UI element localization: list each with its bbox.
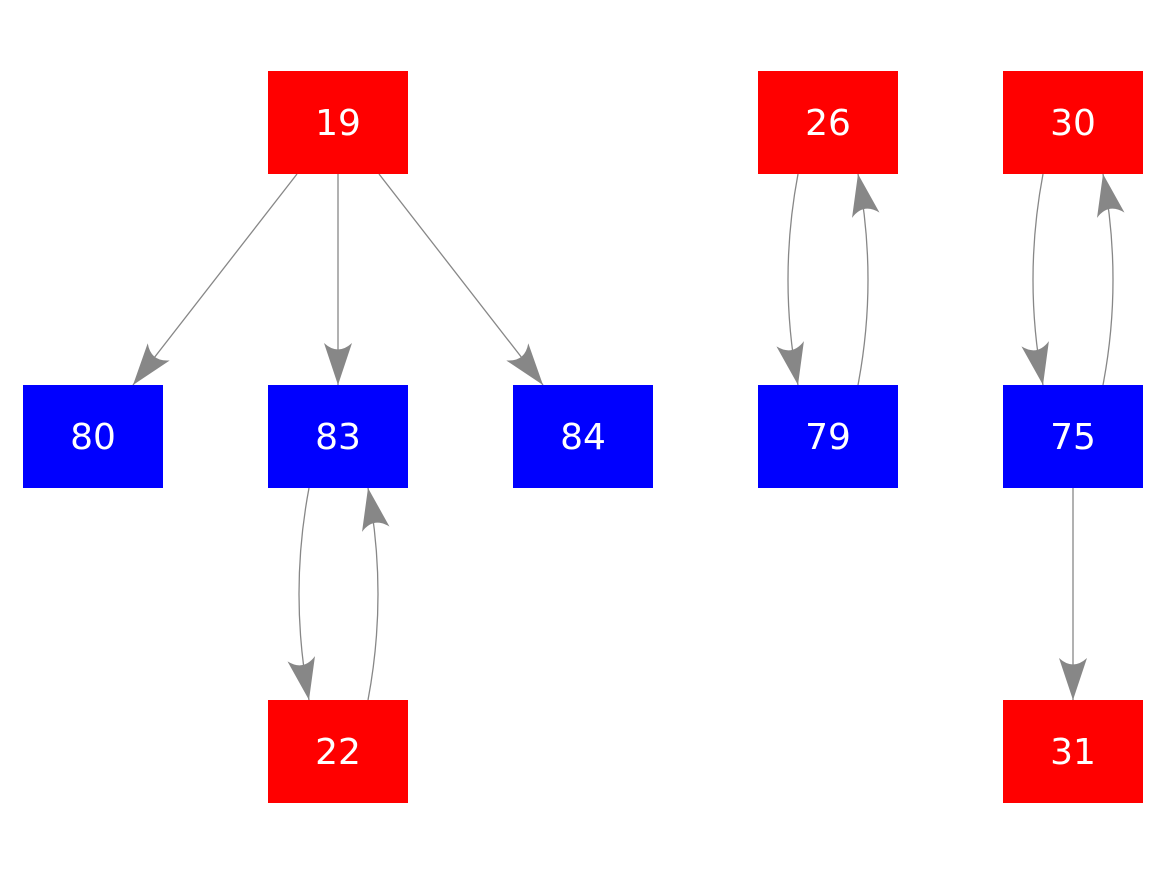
- graph-node-84: 84: [513, 385, 653, 488]
- node-label-26: 26: [805, 103, 851, 144]
- edge-79-26: [852, 173, 880, 386]
- edge-83-22: [287, 487, 315, 701]
- nodes-layer: 19 80 83 84 22 26 79 30 75 31: [23, 71, 1143, 803]
- node-label-19: 19: [315, 103, 361, 144]
- edge-19-80: [132, 173, 298, 386]
- edge-22-83: [362, 487, 390, 701]
- node-rect-80: [23, 385, 163, 488]
- graph-node-22: 22: [268, 700, 408, 803]
- node-rect-30: [1003, 71, 1143, 174]
- node-label-80: 80: [70, 417, 116, 458]
- edge-19-84: [378, 173, 544, 386]
- graph-node-75: 75: [1003, 385, 1143, 488]
- node-rect-79: [758, 385, 898, 488]
- graph-node-80: 80: [23, 385, 163, 488]
- node-rect-22: [268, 700, 408, 803]
- node-label-79: 79: [805, 417, 851, 458]
- node-label-30: 30: [1050, 103, 1096, 144]
- edges-layer: [132, 173, 1125, 701]
- graph-node-83: 83: [268, 385, 408, 488]
- node-rect-31: [1003, 700, 1143, 803]
- node-rect-83: [268, 385, 408, 488]
- edge-75-30: [1097, 173, 1125, 386]
- node-label-75: 75: [1050, 417, 1096, 458]
- graph-node-79: 79: [758, 385, 898, 488]
- graph-node-30: 30: [1003, 71, 1143, 174]
- node-rect-84: [513, 385, 653, 488]
- node-rect-75: [1003, 385, 1143, 488]
- edge-30-75: [1021, 173, 1049, 386]
- node-label-31: 31: [1050, 732, 1096, 773]
- node-rect-26: [758, 71, 898, 174]
- graph-node-31: 31: [1003, 700, 1143, 803]
- node-label-22: 22: [315, 732, 361, 773]
- node-label-84: 84: [560, 417, 606, 458]
- edge-26-79: [776, 173, 804, 386]
- graph-node-19: 19: [268, 71, 408, 174]
- node-rect-19: [268, 71, 408, 174]
- graph-node-26: 26: [758, 71, 898, 174]
- node-label-83: 83: [315, 417, 361, 458]
